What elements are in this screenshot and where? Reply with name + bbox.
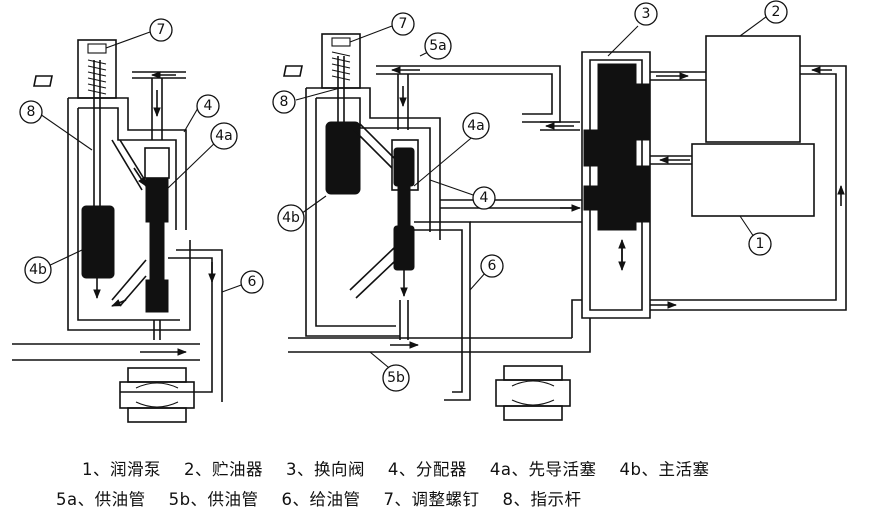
- callout-label: 2: [772, 4, 781, 20]
- callout-4-left: 4: [196, 94, 220, 118]
- left-pilot-piston-upper: [145, 177, 169, 223]
- callout-label: 4a: [467, 118, 485, 134]
- callout-8-middle: 8: [272, 90, 296, 114]
- legend-line-1: 1、润滑泵 2、贮油器 3、换向阀 4、分配器 4a、先导活塞 4b、主活塞: [82, 460, 710, 479]
- callout-4a-middle: 4a: [462, 112, 490, 140]
- middle-spring-coil: [331, 51, 351, 81]
- middle-supply-rail: [288, 337, 572, 353]
- callout-label: 7: [399, 16, 408, 32]
- callout-1: 1: [748, 232, 772, 256]
- middle-pilot-piston-lower: [393, 225, 415, 271]
- left-adjust-screw-housing: [77, 39, 117, 99]
- callout-2: 2: [764, 0, 788, 24]
- callout-5a: 5a: [424, 32, 452, 60]
- callout-label: 4a: [215, 128, 233, 144]
- middle-pilot-piston-upper: [393, 147, 415, 187]
- middle-adjust-screw-housing: [321, 33, 361, 89]
- callout-6-middle: 6: [480, 254, 504, 278]
- left-spring-coil: [87, 59, 107, 95]
- callout-label: 4b: [29, 262, 47, 278]
- middle-pilot-piston-stem: [397, 185, 411, 227]
- callout-5b: 5b: [382, 364, 410, 392]
- callout-4b-middle: 4b: [277, 204, 305, 232]
- callout-8-left: 8: [19, 100, 43, 124]
- callout-7-left: 7: [149, 18, 173, 42]
- left-main-piston: [81, 205, 115, 279]
- left-indicator-rod: [93, 60, 101, 206]
- reservoir: [705, 35, 801, 143]
- left-distributor-body: [67, 97, 191, 331]
- callout-label: 4b: [282, 210, 300, 226]
- left-pilot-piston-lower: [145, 279, 169, 313]
- middle-main-piston: [325, 121, 361, 195]
- left-pilot-piston-stem: [149, 221, 165, 281]
- middle-bearing: [495, 365, 571, 421]
- callout-4-middle: 4: [472, 186, 496, 210]
- callout-label: 4: [480, 190, 489, 206]
- middle-distributor: [283, 33, 582, 421]
- middle-distributor-body: [305, 87, 441, 337]
- callout-3: 3: [634, 2, 658, 26]
- legend-line-2: 5a、供油管 5b、供油管 6、给油管 7、调整螺钉 8、指示杆: [56, 490, 582, 509]
- callout-label: 8: [27, 104, 36, 120]
- callout-7-middle: 7: [391, 12, 415, 36]
- reversing-valve-body: [581, 51, 651, 319]
- right-assembly: [470, 35, 847, 353]
- callout-label: 5b: [387, 370, 405, 386]
- callout-6-left: 6: [240, 270, 264, 294]
- left-bearing: [119, 367, 195, 423]
- callout-label: 6: [488, 258, 497, 274]
- callout-label: 7: [157, 22, 166, 38]
- callout-label: 4: [204, 98, 213, 114]
- callout-label: 3: [642, 6, 651, 22]
- callout-label: 6: [248, 274, 257, 290]
- left-distributor: [12, 39, 223, 423]
- callout-label: 1: [756, 236, 765, 252]
- callout-4a-left: 4a: [210, 122, 238, 150]
- lubrication-pump: [691, 143, 815, 217]
- callout-4b-left: 4b: [24, 256, 52, 284]
- left-supply-rail: [12, 343, 200, 361]
- callout-label: 8: [280, 94, 289, 110]
- leader-lines: [39, 13, 771, 373]
- callout-label: 5a: [429, 38, 447, 54]
- reversing-valve-spool: [583, 63, 651, 231]
